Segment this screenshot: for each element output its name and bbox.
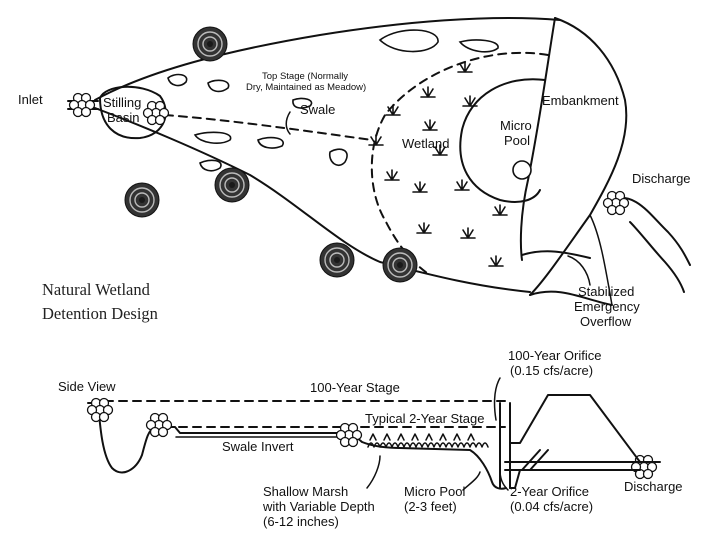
riser-structure (499, 402, 511, 489)
micro-pool-outline (459, 78, 546, 203)
meadow-patch (167, 73, 188, 87)
swale-label: Swale (300, 102, 335, 117)
embankment-outline (529, 17, 628, 296)
basin-riprap (145, 412, 173, 438)
tree-icon (124, 182, 160, 218)
swale-pointer (285, 111, 291, 135)
outlet-riser (512, 160, 532, 180)
tree-icon (192, 26, 228, 62)
meadow-patch (292, 97, 313, 109)
inlet-riprap (86, 397, 114, 423)
meadow-patch (378, 29, 439, 53)
wetland-plant-icon (368, 134, 384, 146)
discharge-stream-2 (629, 221, 685, 293)
overflow-label: Emergency (574, 299, 640, 314)
meadow-patch (199, 159, 222, 172)
discharge-label: Discharge (632, 171, 691, 186)
embankment-base (509, 469, 521, 489)
pond-outline-top (94, 16, 561, 101)
embankment-label: Embankment (542, 93, 619, 108)
tree-icon (214, 167, 250, 203)
swale-invert-label: Swale Invert (222, 439, 294, 454)
diagram-title: Detention Design (42, 304, 158, 323)
overflow-pointer (567, 255, 591, 286)
orifice-100-label: 100-Year Orifice (508, 348, 601, 363)
wetland-plant-icon (420, 86, 436, 98)
anti-seep-collar (521, 449, 549, 471)
outlet-pipe (504, 461, 641, 471)
marsh-pointer (366, 455, 381, 489)
meadow-patch (193, 131, 232, 144)
shallow-marsh-label: Shallow Marsh (263, 484, 348, 499)
side-embankment (509, 394, 661, 463)
side-view: Side View 100-Year Stage 100-Year Orific… (58, 348, 683, 529)
top-stage-label: Top Stage (Normally (262, 71, 348, 82)
wetland-plant-icon (488, 255, 504, 267)
shallow-marsh-label: with Variable Depth (262, 499, 375, 514)
inlet-riprap (68, 92, 96, 118)
micro-pool-pointer (462, 471, 481, 491)
stilling-basin-label: Stilling (103, 95, 141, 110)
meadow-patch (328, 148, 348, 167)
orifice-2-label: (0.04 cfs/acre) (510, 499, 593, 514)
discharge-stream (609, 196, 691, 266)
micro-pool-side-label: Micro Pool (404, 484, 466, 499)
micro-pool-label: Micro (500, 118, 532, 133)
top-stage-label: Dry, Maintained as Meadow) (246, 82, 366, 93)
wetland-plant-icon (416, 222, 432, 234)
marsh-vegetation (369, 433, 475, 441)
stage-100-label: 100-Year Stage (310, 380, 400, 395)
wetland-plant-icon (422, 119, 438, 131)
pond-outline-bottom (94, 107, 531, 293)
shallow-marsh-label: (6-12 inches) (263, 514, 339, 529)
side-view-label: Side View (58, 379, 116, 394)
plan-view: Inlet Stilling Basin Top Stage (Normally… (18, 16, 691, 329)
micro-pool-side-label: (2-3 feet) (404, 499, 457, 514)
wetland-plant-icon (454, 179, 470, 191)
meadow-patch (458, 39, 499, 53)
stage-2-label: Typical 2-Year Stage (365, 411, 484, 426)
wetland-plant-icon (384, 169, 400, 181)
orifice-2-pointer (499, 469, 509, 491)
swale-line (164, 114, 373, 141)
wetland-plant-icon (457, 61, 473, 73)
tree-icon (319, 242, 355, 278)
wetland-plant-icon (492, 204, 508, 216)
overflow-label: Overflow (580, 314, 632, 329)
overflow-channel (521, 250, 613, 306)
overflow-label: Stabilized (578, 284, 634, 299)
inlet-label: Inlet (18, 92, 43, 107)
wetland-plant-icon (460, 227, 476, 239)
discharge-riprap (630, 454, 658, 480)
embankment-toe (589, 214, 613, 306)
orifice-100-pointer (493, 377, 501, 421)
orifice-100-label: (0.15 cfs/acre) (510, 363, 593, 378)
stilling-basin-label: Basin (107, 110, 140, 125)
diagram-title: Natural Wetland (42, 280, 151, 299)
discharge-side-label: Discharge (624, 479, 683, 494)
basin-riprap (142, 100, 170, 126)
marsh-riprap (335, 422, 363, 448)
meadow-patch (257, 136, 284, 149)
discharge-riprap (602, 190, 630, 216)
micro-pool-label: Pool (504, 133, 530, 148)
tree-icon (382, 247, 418, 283)
meadow-patch (207, 79, 230, 93)
orifice-2-label: 2-Year Orifice (510, 484, 589, 499)
wetland-label: Wetland (402, 136, 449, 151)
marsh-vegetation (367, 442, 489, 448)
wetland-plant-icon (412, 181, 428, 193)
